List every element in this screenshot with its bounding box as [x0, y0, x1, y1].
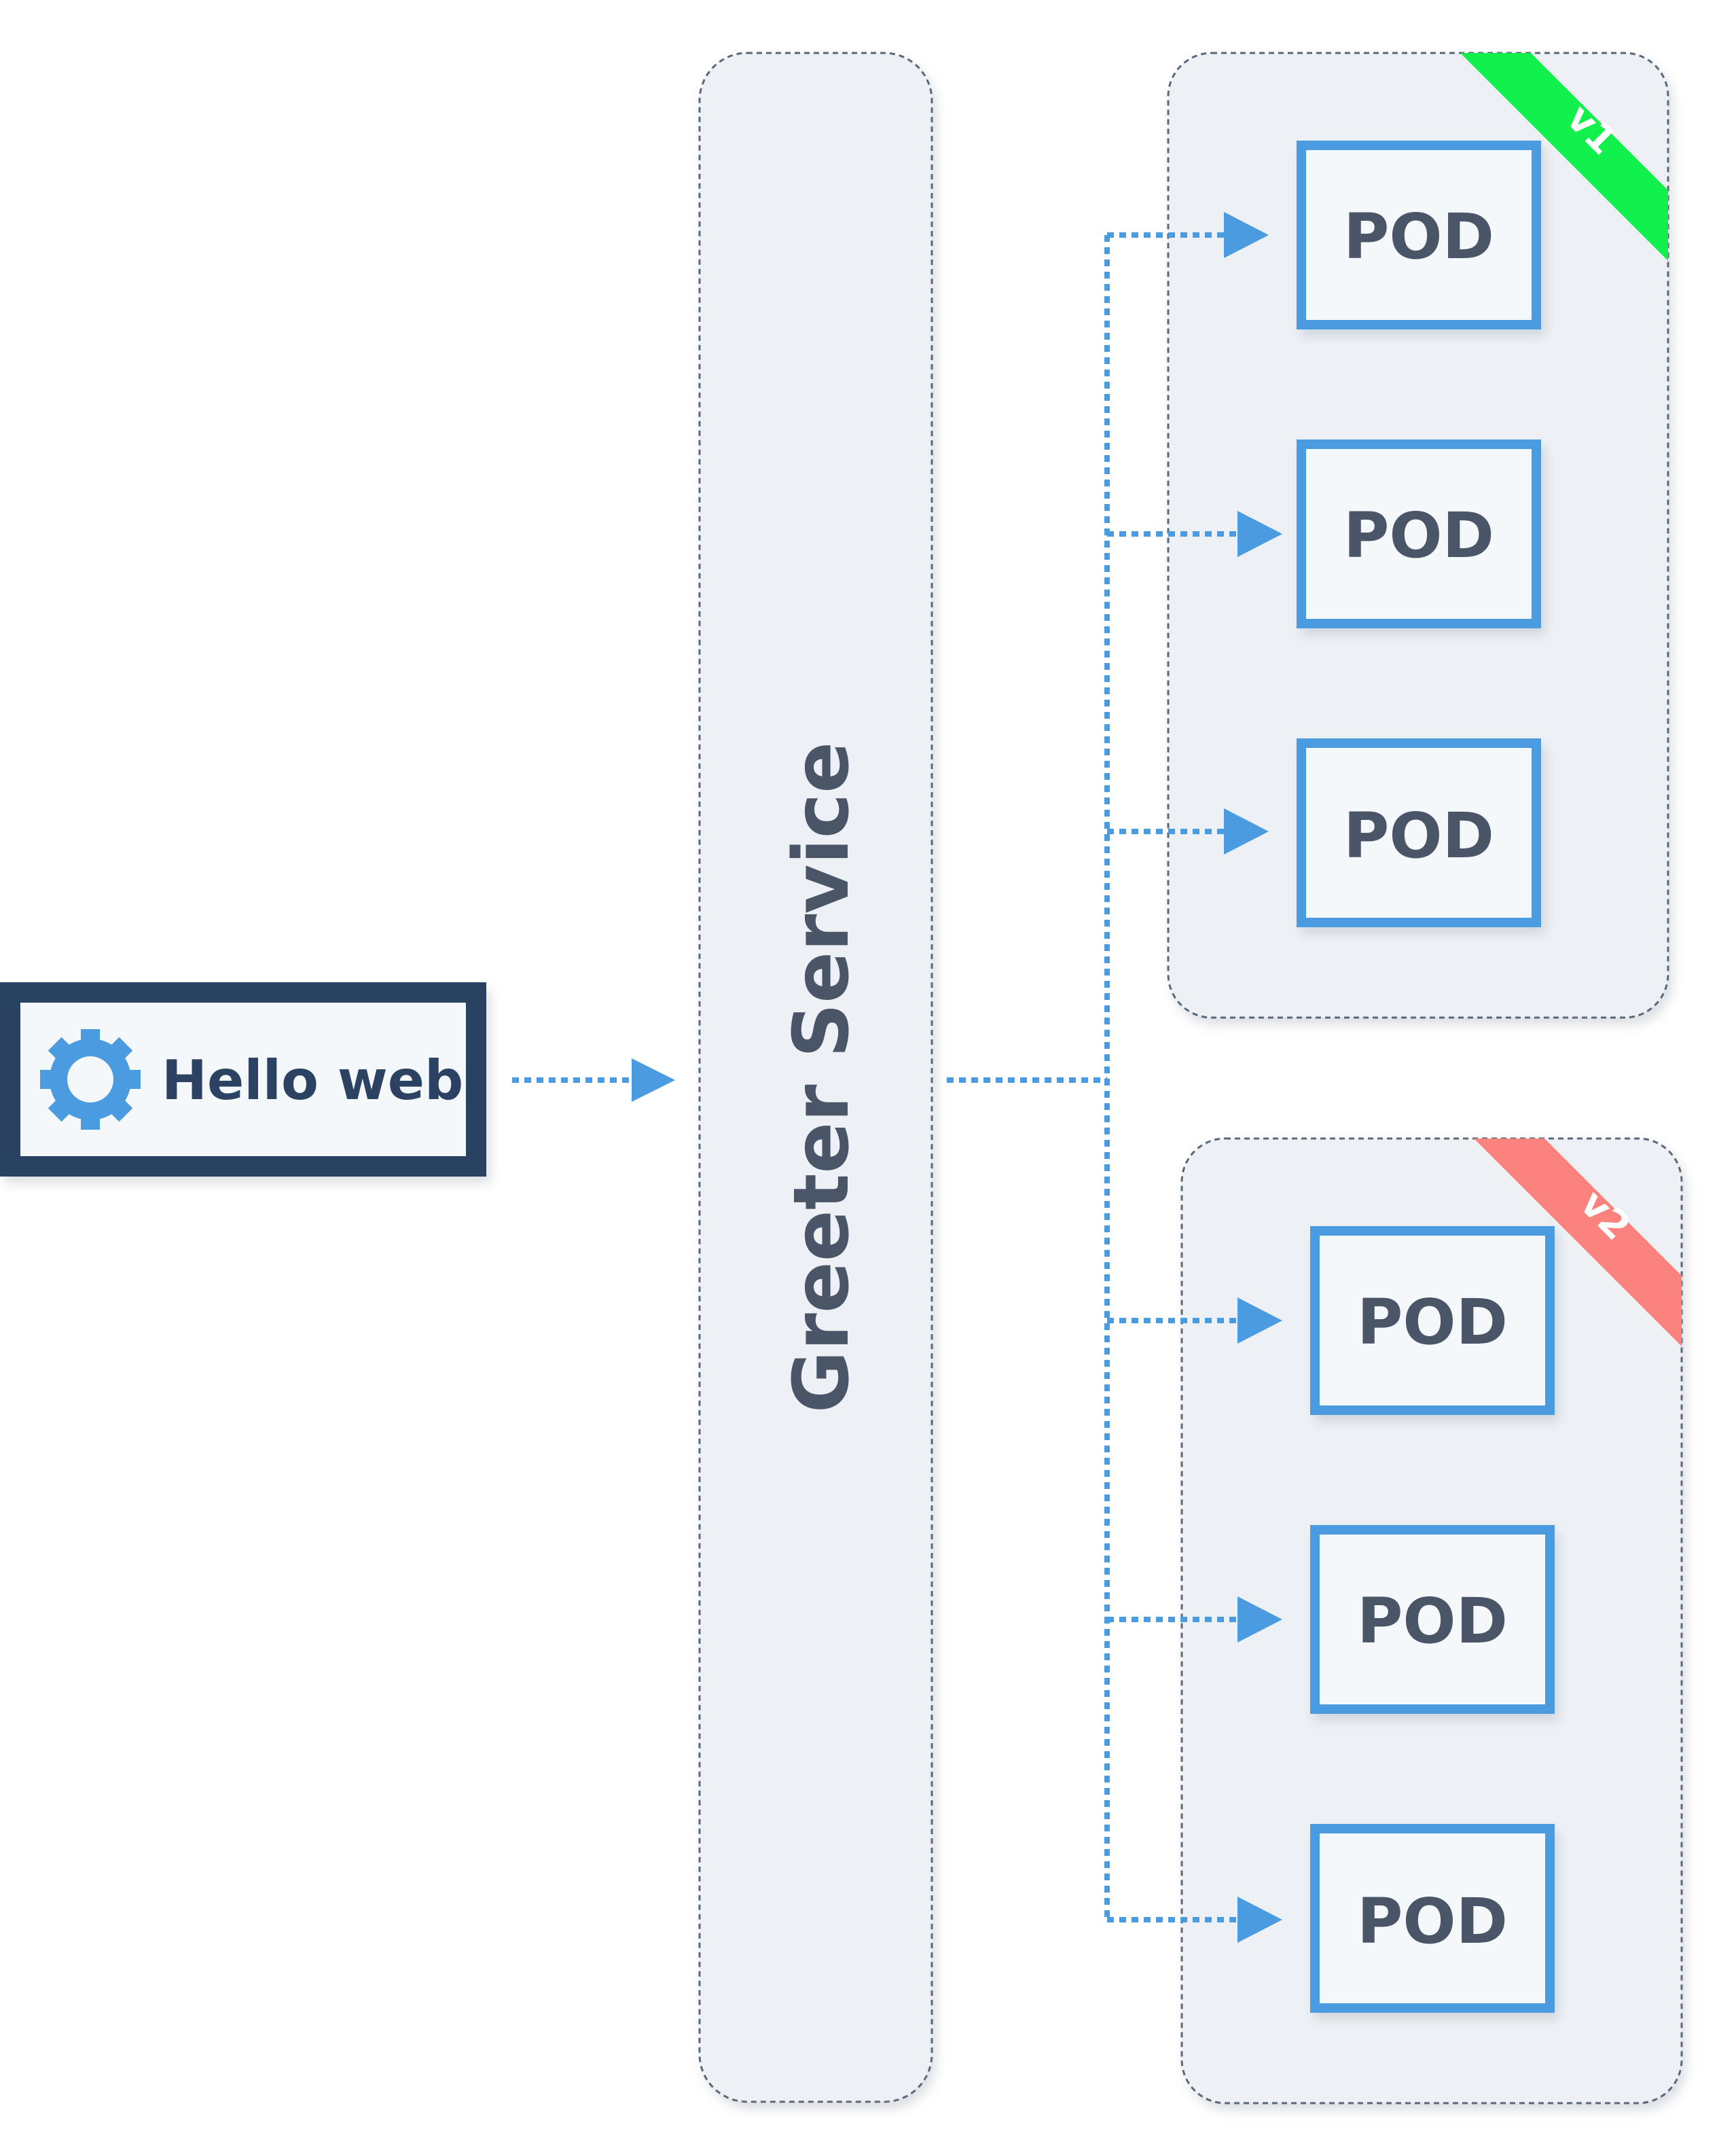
pod-label: POD [1343, 499, 1494, 572]
arrow-to-pod-v2-3 [1237, 1897, 1282, 1943]
greeter-service-node[interactable]: Greeter Service [698, 52, 933, 2103]
pod-label: POD [1357, 1286, 1508, 1359]
pod-label: POD [1343, 800, 1494, 872]
greeter-service-label: Greeter Service [778, 742, 866, 1413]
pod-v2-3[interactable]: POD [1310, 1824, 1555, 2013]
pod-v1-2[interactable]: POD [1297, 440, 1541, 628]
pod-label: POD [1343, 200, 1494, 273]
ribbon-v1-shape [1460, 53, 1668, 261]
connectors [512, 232, 1242, 1922]
arrowheads [632, 212, 1282, 1943]
arrow-to-pod-v1-2 [1237, 511, 1282, 557]
pod-label: POD [1357, 1585, 1508, 1657]
arrow-to-pod-v2-1 [1237, 1297, 1282, 1344]
arrow-to-pod-v1-1 [1224, 212, 1269, 258]
ribbon-v2-shape [1474, 1139, 1682, 1346]
version-ribbon-v1: v1 [1460, 53, 1668, 261]
hello-web-label: Hello web [162, 1049, 463, 1112]
arrow-to-pod-v2-2 [1237, 1596, 1282, 1643]
pod-v2-2[interactable]: POD [1310, 1525, 1555, 1714]
pod-v2-1[interactable]: POD [1310, 1226, 1555, 1415]
pod-label: POD [1357, 1885, 1508, 1958]
pod-v1-3[interactable]: POD [1297, 738, 1541, 927]
pod-v1-1[interactable]: POD [1297, 141, 1541, 329]
gear-icon [40, 1029, 141, 1130]
arrow-to-service [632, 1058, 675, 1102]
hello-web-node[interactable]: Hello web [0, 982, 486, 1177]
arrow-to-pod-v1-3 [1224, 808, 1269, 855]
